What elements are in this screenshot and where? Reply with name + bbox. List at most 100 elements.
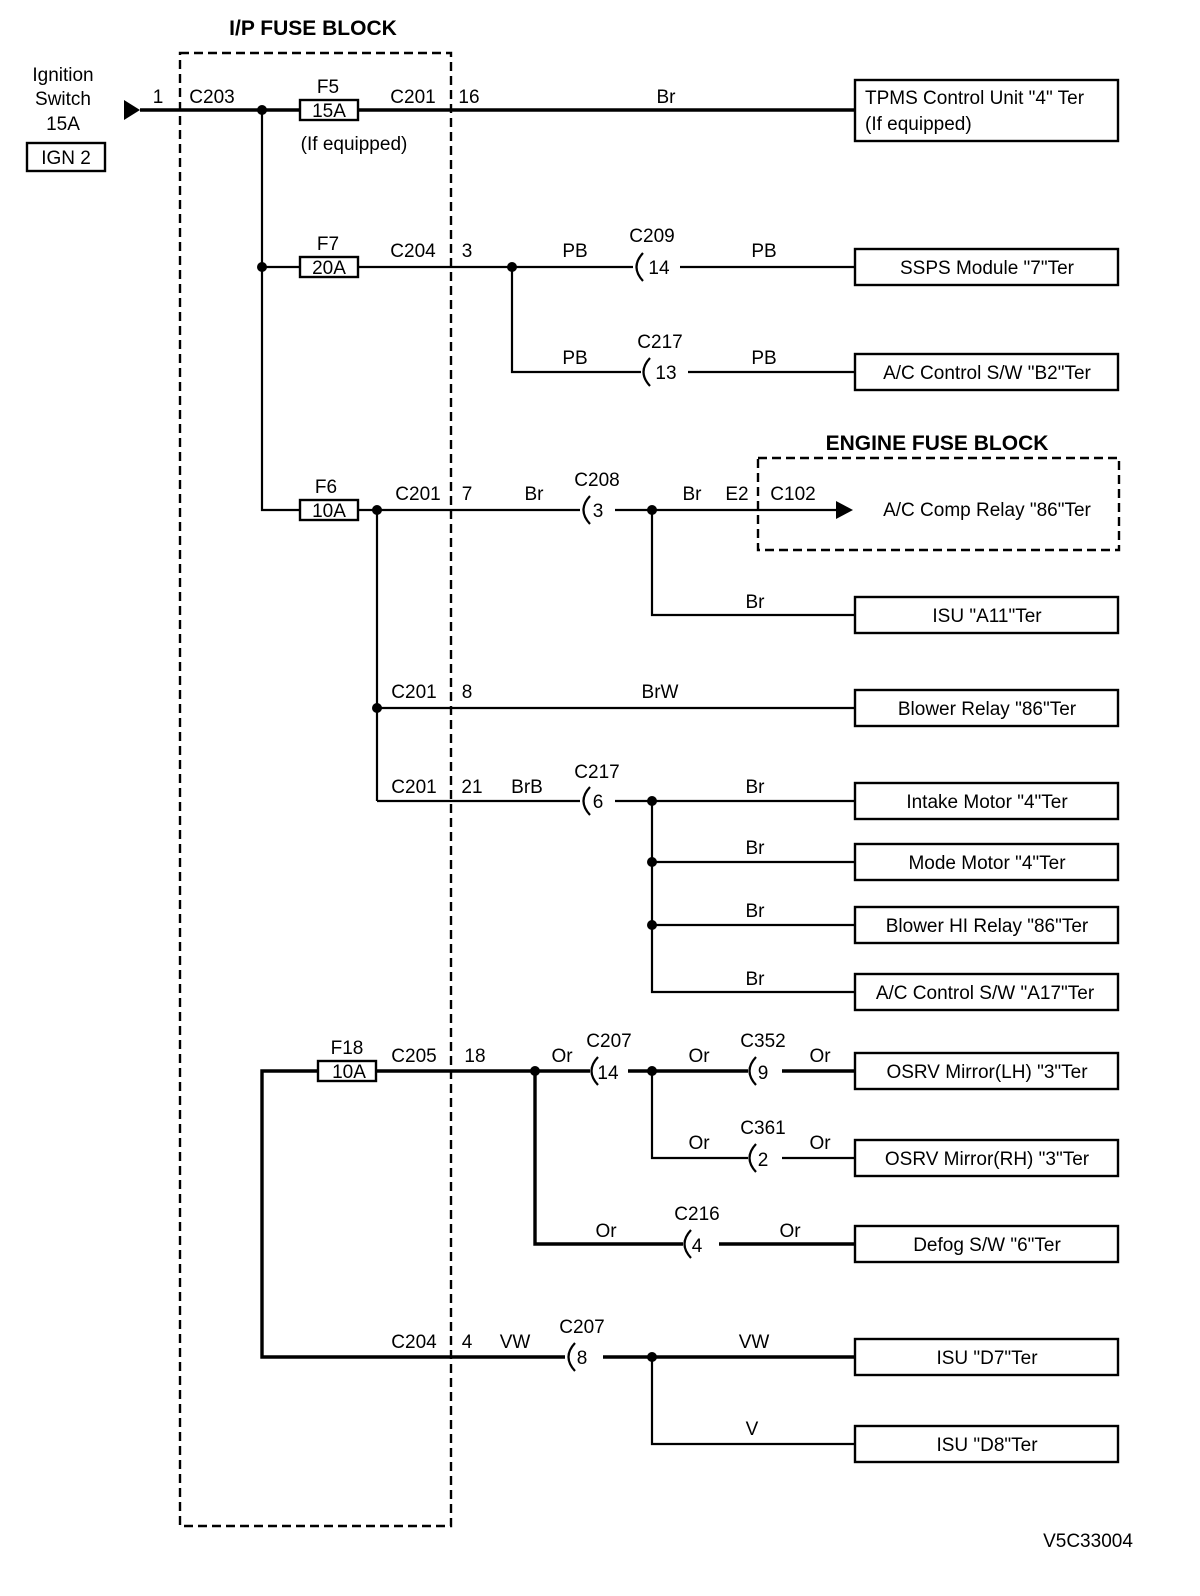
c217b-connector-icon [582, 786, 591, 816]
isu-d8-wire [650, 1357, 855, 1446]
c217a-name: C217 [637, 332, 682, 353]
f6-out-pin: 7 [462, 484, 473, 505]
ssps-load-box [853, 247, 1120, 287]
f18-color-a: Or [551, 1046, 573, 1067]
ip-fuse-block-outline [178, 51, 453, 1528]
ip-bus-wire [260, 110, 300, 512]
c217b-name: C217 [574, 762, 619, 783]
f7-name: F7 [317, 234, 339, 255]
c217b-branch-bus [650, 801, 855, 994]
ac-comp-load-label: A/C Comp Relay "86"Ter [883, 500, 1091, 521]
f18-name: F18 [331, 1038, 364, 1059]
intake-motor-load-label: Intake Motor "4"Ter [906, 792, 1068, 813]
c207b-connector-icon [567, 1342, 576, 1372]
osrv-rh-wire-a [650, 1071, 748, 1160]
ac-a17-load-label: A/C Control S/W "A17"Ter [876, 983, 1095, 1004]
c201-21-color: BrB [511, 777, 543, 798]
ac-comp-arrow-icon [836, 501, 853, 519]
source-arrow-icon [124, 100, 140, 120]
intake-motor-load-box [853, 781, 1120, 821]
f5-circuit: F5 15A (If equipped) C201 16 Br TPMS Con… [298, 77, 1120, 155]
c216-connector-icon [683, 1229, 692, 1259]
tpms-load-line2: (If equipped) [865, 114, 972, 135]
isu-a11-load-box [853, 595, 1120, 635]
c201-21-pin: 21 [461, 777, 482, 798]
engine-fuse-block-outline [756, 456, 1121, 552]
f18-rating: 10A [332, 1062, 366, 1083]
c208-name: C208 [574, 470, 619, 491]
blower-relay-load-box [853, 688, 1120, 728]
c201-8-connector: C201 [391, 682, 436, 703]
e2-pin: E2 [725, 484, 748, 505]
f18-feed-wire [260, 1069, 565, 1359]
osrv-rh-load-box [853, 1138, 1120, 1178]
f7-out-pin: 3 [462, 241, 473, 262]
f7-circuit: F7 20A C204 3 PB C209 14 PB SSPS Module … [298, 226, 1120, 392]
c207b-pin: 8 [577, 1348, 588, 1369]
ign2-box [25, 141, 107, 173]
c352-connector-icon [748, 1056, 757, 1086]
figure-id: V5C33004 [1043, 1531, 1133, 1552]
f6-out-connector: C201 [395, 484, 440, 505]
c208-pin: 3 [593, 501, 604, 522]
c204-4-connector: C204 [391, 1332, 437, 1353]
f18-color-d: Or [688, 1133, 710, 1154]
f7-color-c: PB [562, 348, 587, 369]
branch-color-2: Br [746, 838, 766, 859]
isu-a11-load-label: ISU "A11"Ter [932, 606, 1042, 627]
f6-circuit: F6 10A C201 7 Br C208 3 Br E2 ENGINE FUS… [298, 432, 1121, 1012]
mode-motor-load-box [853, 842, 1120, 882]
c201-8-color: BrW [642, 682, 679, 703]
defog-load-box [853, 1224, 1120, 1264]
f18-color-g: Or [779, 1221, 801, 1242]
c208-connector-icon [582, 495, 591, 525]
c204-4-color-b: VW [739, 1332, 770, 1353]
c102-connector: C102 [770, 484, 815, 505]
c207a-connector-icon [590, 1056, 599, 1086]
c216-name: C216 [674, 1204, 719, 1225]
osrv-rh-load-label: OSRV Mirror(RH) "3"Ter [885, 1149, 1090, 1170]
c207b-name: C207 [559, 1317, 604, 1338]
c361-pin: 2 [758, 1150, 769, 1171]
isu-d7-load-box [853, 1337, 1120, 1377]
f18-out-connector: C205 [391, 1046, 436, 1067]
f5-note: (If equipped) [301, 134, 408, 155]
f5-rating: 15A [312, 101, 346, 122]
f7-color-d: PB [751, 348, 776, 369]
f7-out-connector: C204 [390, 241, 436, 262]
bus-splice-2 [257, 262, 267, 272]
mode-motor-load-label: Mode Motor "4"Ter [908, 853, 1066, 874]
f7-color-a: PB [562, 241, 587, 262]
f18-color-e: Or [809, 1133, 831, 1154]
c361-connector-icon [748, 1143, 757, 1173]
f18-color-c: Or [809, 1046, 831, 1067]
c217a-pin: 13 [655, 363, 676, 384]
c201-21-connector: C201 [391, 777, 436, 798]
c209-name: C209 [629, 226, 674, 247]
f18-out-pin: 18 [464, 1046, 485, 1067]
c207a-name: C207 [586, 1031, 631, 1052]
c207a-pin: 14 [597, 1063, 619, 1084]
bus-splice-1 [257, 105, 267, 115]
tpms-load-box [853, 78, 1120, 143]
ignition-source: Ignition Switch 15A IGN 2 1 C203 [25, 65, 235, 173]
blower-hi-load-box [853, 905, 1120, 945]
c204-4-pin: 4 [462, 1332, 473, 1353]
f5-out-color: Br [657, 87, 677, 108]
ac-b2-branch-wire [510, 267, 641, 374]
blower-relay-splice [372, 703, 382, 713]
ac-b2-load-label: A/C Control S/W "B2"Ter [883, 363, 1091, 384]
c204-4-color-a: VW [500, 1332, 531, 1353]
blower-hi-load-label: Blower HI Relay "86"Ter [886, 916, 1089, 937]
c201-8-pin: 8 [462, 682, 473, 703]
f18-color-b: Or [688, 1046, 710, 1067]
f6-color-a: Br [525, 484, 545, 505]
c352-name: C352 [740, 1031, 785, 1052]
ip-fuse-block-title: I/P FUSE BLOCK [229, 17, 397, 40]
ignition-label-line3: 15A [46, 114, 80, 135]
c352-pin: 9 [758, 1063, 769, 1084]
blower-relay-load-label: Blower Relay "86"Ter [898, 699, 1077, 720]
isu-d7-load-label: ISU "D7"Ter [936, 1348, 1038, 1369]
branch-color-1: Br [746, 777, 766, 798]
